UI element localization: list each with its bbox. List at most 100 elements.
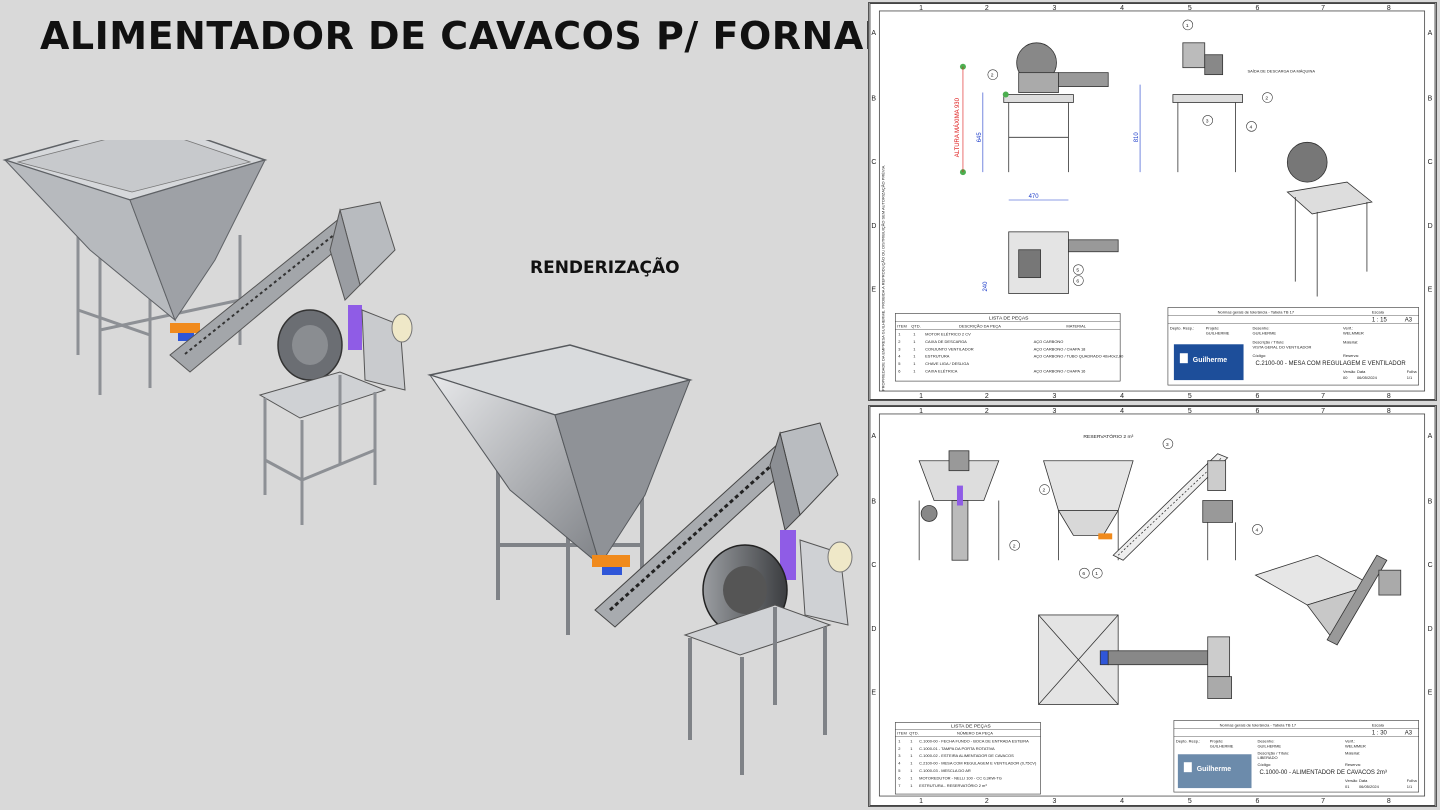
row-label: B [1428,499,1433,506]
row-label: C [1428,562,1433,569]
col-label: 2 [985,798,989,805]
balloon: 5 [1076,268,1079,274]
sheet1-iso-view [1286,141,1373,297]
balloon: 1 [1095,571,1098,577]
parts-cell: 7 [898,783,900,788]
drawing-sheet-fan-table: 1 2 3 4 5 6 7 8 1 2 3 4 5 6 7 8 A B C D … [868,2,1437,401]
project-label: Projeto: [1206,325,1220,330]
col-label: 3 [1053,5,1057,12]
row-label: A [1428,433,1433,440]
drawing-sheet-feeder-assembly: 1 2 3 4 5 6 7 8 1 2 3 4 5 6 7 8 A B C D … [868,405,1437,807]
col-label: 6 [1255,5,1259,12]
version-value: 00 [1343,375,1348,380]
parts-title: LISTA DE PEÇAS [989,315,1029,321]
reserve-label: Reserva: [1343,353,1359,358]
parts-cell: 1 [910,746,913,751]
col-label: 2 [985,5,989,12]
date-label: Data [1359,778,1368,783]
parts-cell: 5 [898,361,901,366]
brand-logo-text: Guilherme [1193,357,1228,364]
col-label: 1 [919,5,923,12]
col-label: 6 [1255,393,1259,400]
tolerance-note: Normas gerais de tolerância - Tabela TB … [1220,722,1296,727]
parts-cell: 2 [898,746,900,751]
parts-cell: ESTRUTURA [925,354,950,359]
sheet1-top-view [1008,231,1119,294]
col-label: 4 [1120,393,1124,400]
parts-cell: CAIXA ELÉTRICA [925,369,958,374]
col-label: 3 [1053,408,1057,415]
parts-cell: AÇO CARBONO / CHAPA 16 [1034,369,1087,374]
parts-cell: 4 [898,354,901,359]
sheet2-column-header: 1 2 3 4 5 6 7 8 [919,408,1391,415]
parts-header: ITEM [897,323,906,328]
render-label: RENDERIZAÇÃO [530,258,680,278]
parts-cell: 1 [910,761,913,766]
col-label: 5 [1188,5,1192,12]
parts-cell: 6 [898,369,901,374]
dim-470: 470 [1029,194,1040,200]
parts-cell: 5 [898,768,901,773]
parts-cell: MOTOR ELÉTRICO 2 CV [925,331,971,336]
col-label: 7 [1321,5,1325,12]
desc-label: Descrição / Título: [1252,339,1284,344]
parts-cell: 1 [913,346,916,351]
parts-cell: 1 [910,738,913,743]
col-label: 5 [1188,408,1192,415]
col-label: 8 [1387,798,1391,805]
code-value: C.2100-00 - MESA COM REGULAGEM E VENTILA… [1255,361,1406,367]
dim-max-height: ALTURA MÁXIMA 930 [954,97,961,157]
version-label: Versão [1343,369,1356,374]
sheet2-balloons: 2 3 4 6 1 2 [1009,438,1263,579]
sheet1-parts-list: LISTA DE PEÇAS ITEM QTD. DESCRIÇÃO DA PE… [894,313,1124,382]
row-label: D [1428,626,1433,633]
parts-cell: 1 [913,361,916,366]
desc-label: Descrição / Título: [1257,750,1289,755]
date-value: 06/05/2024 [1359,784,1380,789]
reserve-label: Reserva: [1345,762,1361,767]
format-value: A3 [1405,317,1413,323]
parts-cell: 2 [898,339,900,344]
parts-cell: 1 [913,354,916,359]
col-label: 4 [1120,408,1124,415]
version-label: Versão [1345,778,1358,783]
verifier-value: WELMMER [1345,743,1366,748]
row-label: A [1428,30,1433,37]
date-label: Data [1357,369,1366,374]
parts-title: LISTA DE PEÇAS [951,723,991,729]
balloon: 3 [1206,118,1209,124]
parts-cell: AÇO CARBONO [1034,339,1064,344]
row-label: B [1428,96,1433,103]
project-label: Projeto: [1210,738,1224,743]
material-label: Material: [1343,339,1358,344]
project-value: GUILHERME [1206,330,1230,335]
brand-logo-text: Guilherme [1197,766,1232,773]
parts-cell: CHAVE LIGA / DESLIGA [925,361,969,366]
sheet1-column-footer: 1 2 3 4 5 6 7 8 [919,393,1391,400]
parts-cell: C.2100-00 - MESA COM REGULAGEM E VENTILA… [919,761,1037,766]
sheet1-row-labels: A B C D E A B C D E [871,30,1432,294]
balloon: 4 [1250,124,1253,130]
col-label: 3 [1053,393,1057,400]
sheet2-column-footer: 1 2 3 4 5 6 7 8 [919,798,1391,805]
sheet2-title-block: Normas gerais de tolerância - Tabela TB … [1173,720,1419,793]
page-value: 1/1 [1407,784,1413,789]
parts-cell: 3 [898,753,901,758]
col-label: 4 [1120,798,1124,805]
dept-label: Depto. Resp.: [1176,738,1200,743]
parts-cell: ESTRUTURA - RESERVATÓRIO 2 m³ [919,783,987,788]
parts-header: MATERIAL [1066,323,1086,328]
dim-645: 645 [977,132,983,143]
page-label: Folha [1407,369,1418,374]
parts-cell: AÇO CARBONO / TUBO QUADRADO 40x40x2,00 [1034,354,1124,359]
parts-header: ITEM [897,730,906,735]
version-value: 01 [1345,784,1350,789]
col-label: 2 [985,393,989,400]
balloon: 2 [1265,96,1268,102]
parts-cell: 4 [898,761,901,766]
parts-cell: 1 [898,331,901,336]
col-label: 4 [1120,5,1124,12]
row-label: D [1428,223,1433,230]
render-illustration [427,344,853,775]
col-label: 1 [919,393,923,400]
